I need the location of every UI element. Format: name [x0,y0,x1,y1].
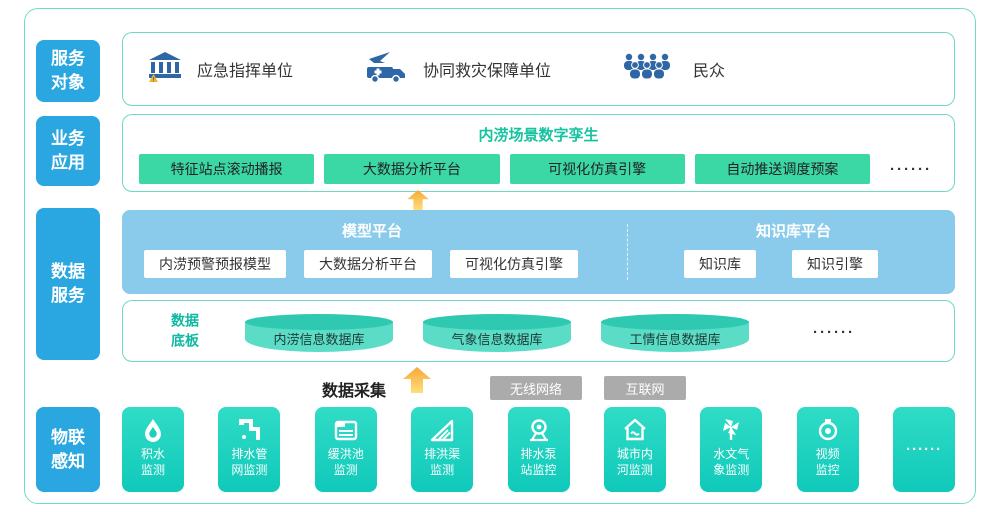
app-bigdata-platform: 大数据分析平台 [324,154,500,184]
model-forecast-box: 内涝预警预报模型 [144,250,286,278]
sidebar-item-data-services: 数据 服务 [36,208,100,360]
sidebar-item-iot-sensing: 物联 感知 [36,407,100,492]
platform-panel: 模型平台 知识库平台 内涝预警预报模型 大数据分析平台 可视化仿真引擎 知识库 … [122,210,955,294]
knowledge-platform-items: 知识库 知识引擎 [684,250,878,278]
emergency-command-building-icon: ! [147,51,183,88]
data-collection-label: 数据采集 [322,383,387,400]
water-droplet-icon [140,416,166,443]
tile-flood-channel-monitoring: 排洪渠 监测 [411,407,474,492]
tile-label: 排水泵 站监控 [520,447,557,478]
svg-text:!: ! [152,76,154,83]
tile-label: 视频 监控 [815,447,840,478]
data-base-panel: 数据 底板 内涝信息数据库 气象信息数据库 工情信息数据库 ······ [122,300,955,362]
business-ellipsis: ······ [890,160,932,178]
sidebar-item-business-apps: 业务 应用 [36,116,100,186]
webcam-icon [526,416,552,443]
service-objects-panel: ! 应急指挥单位 协同救灾保障单位 [122,32,955,106]
flood-channel-icon [429,416,455,443]
digital-twin-title: 内涝场景数字孪生 [478,127,599,144]
service-object-rescue: 协同救灾保障单位 [363,50,551,89]
weather-database: 气象信息数据库 [423,314,571,352]
app-auto-dispatch: 自动推送调度预案 [694,154,870,184]
database-label: 内涝信息数据库 [273,332,365,347]
up-arrow-icon [402,366,432,399]
knowledge-engine-box: 知识引擎 [792,250,878,278]
tile-detention-pool-monitoring: 缓洪池 监测 [314,407,377,492]
model-simulation-box: 可视化仿真引擎 [450,250,578,278]
iot-tiles-row: 积水 监测 排水管 网监测 缓洪池 监测 排洪渠 监 [122,407,955,492]
tile-drain-pipe-monitoring: 排水管 网监测 [218,407,281,492]
diagram-border [24,8,976,504]
tile-label: 水文气 象监测 [713,447,750,478]
model-platform-items: 内涝预警预报模型 大数据分析平台 可视化仿真引擎 [144,250,578,278]
tile-city-river-monitoring: 城市内 河监测 [603,407,666,492]
service-object-emergency: ! 应急指挥单位 [147,51,293,88]
knowledge-base-box: 知识库 [684,250,756,278]
model-platform-title: 模型平台 [341,223,402,240]
sidebar-item-service-objects: 服务 对象 [36,40,100,102]
app-visual-simulation: 可视化仿真引擎 [509,154,685,184]
business-applications-panel: 内涝场景数字孪生 特征站点滚动播报 大数据分析平台 可视化仿真引擎 自动推送调度… [122,114,955,192]
service-object-label: 协同救灾保障单位 [423,63,552,80]
tile-water-monitoring: 积水 监测 [122,407,184,492]
tile-label: 排水管 网监测 [231,447,268,478]
up-arrow-icon [404,190,432,215]
windmill-icon [718,416,744,443]
tile-ellipsis: ······ [893,407,955,492]
database-label: 气象信息数据库 [451,332,543,347]
knowledge-platform-title: 知识库平台 [755,223,831,240]
tile-video-monitoring: 视频 监控 [796,407,859,492]
wireless-network-badge: 无线网络 [490,376,582,400]
service-object-label: 民众 [693,63,726,80]
service-object-label: 应急指挥单位 [197,63,294,80]
iot-ellipsis-label: ······ [906,441,942,458]
rescue-transport-icon [363,50,409,89]
platform-divider [627,224,628,280]
database-row: 内涝信息数据库 气象信息数据库 工情信息数据库 ······ [245,308,855,356]
tile-label: 积水 监测 [140,447,165,478]
tile-pump-station-monitoring: 排水泵 站监控 [507,407,570,492]
tile-hydro-weather-monitoring: 水文气 象监测 [700,407,763,492]
waterlogging-database: 内涝信息数据库 [245,314,393,352]
data-base-label: 数据 底板 [171,312,199,349]
database-label: 工情信息数据库 [629,332,721,347]
tile-label: 缓洪池 监测 [327,447,364,478]
drain-pipe-icon [236,416,262,443]
service-object-public: 民众 [621,52,725,87]
business-buttons-row: 特征站点滚动播报 大数据分析平台 可视化仿真引擎 自动推送调度预案 ······ [139,154,942,184]
model-bigdata-box: 大数据分析平台 [304,250,432,278]
app-feature-broadcast: 特征站点滚动播报 [139,154,315,184]
dome-camera-icon [815,416,841,443]
city-river-icon [622,416,648,443]
tile-label: 排洪渠 监测 [424,447,461,478]
database-ellipsis: ······ [813,323,855,341]
detention-pool-icon [333,416,359,443]
crowd-icon [621,52,679,87]
internet-badge: 互联网 [604,376,686,400]
engineering-database: 工情信息数据库 [601,314,749,352]
tile-label: 城市内 河监测 [616,447,653,478]
